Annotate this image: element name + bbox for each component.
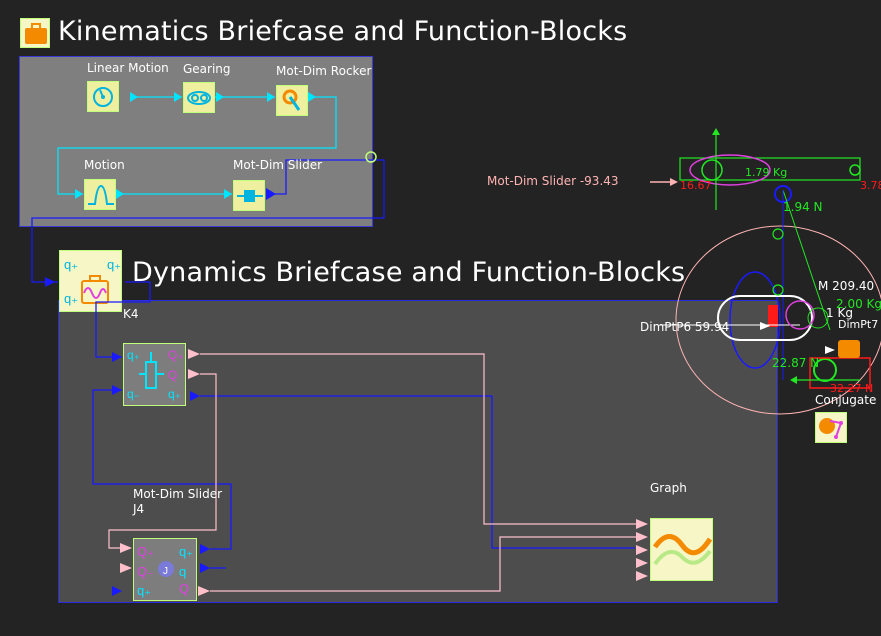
svg-text:Q: Q: [168, 368, 177, 382]
moment-readout: M 209.40: [818, 279, 875, 293]
dimpt-readout: DimPtP6 59.94: [640, 320, 730, 334]
conjugate-block[interactable]: [815, 412, 847, 443]
force-label-2: 1.79 Kg: [745, 166, 788, 179]
force-label-1: 2.00 Kg: [836, 297, 881, 311]
svg-text:Q: Q: [179, 581, 189, 596]
k4-label: K4: [123, 307, 139, 321]
motion-block[interactable]: [84, 179, 116, 210]
svg-text:q₊: q₊: [64, 291, 78, 306]
slider-readout: Mot-Dim Slider -93.43: [487, 174, 619, 188]
value-red-2: 16.67: [680, 179, 712, 192]
gearing-label: Gearing: [183, 62, 231, 76]
conjugate-label: Conjugate: [815, 393, 877, 407]
dynamics-slider-block[interactable]: Q₊ Q₋ q₊ q₊ q Q J: [133, 538, 197, 601]
briefcase-icon[interactable]: [20, 18, 50, 48]
svg-text:q: q: [179, 564, 186, 579]
length-label-2: 22.87 N: [772, 356, 820, 370]
svg-text:q₊: q₊: [179, 544, 193, 559]
svg-text:q₊: q₊: [137, 583, 151, 598]
graph-block[interactable]: [650, 518, 713, 581]
svg-text:Q₊: Q₊: [168, 348, 184, 362]
svg-text:Q₋: Q₋: [137, 564, 154, 579]
slider-label: Mot-Dim Slider: [233, 158, 323, 172]
graph-label: Graph: [650, 481, 687, 495]
value-red-1: 3.78: [860, 179, 881, 192]
gearing-block[interactable]: [183, 82, 215, 113]
dimpt7-label: DimPt7: [838, 318, 879, 331]
length-label-1: 1.94 N: [783, 200, 823, 214]
rocker-block[interactable]: [276, 85, 308, 116]
linear-motion-block[interactable]: [87, 81, 119, 112]
linear-motion-label: Linear Motion: [87, 61, 169, 75]
dynamics-slider-label: Mot-Dim Slider: [133, 487, 223, 501]
slider-block[interactable]: [233, 180, 265, 211]
svg-text:q₊: q₊: [107, 257, 121, 272]
kinematics-title: Kinematics Briefcase and Function-Blocks: [58, 16, 628, 47]
dynamics-title: Dynamics Briefcase and Function-Blocks: [132, 257, 686, 288]
dynamics-slider-id: J4: [133, 502, 145, 516]
svg-text:q₊: q₊: [168, 387, 181, 401]
motion-label: Motion: [84, 158, 125, 172]
value-red-3: 32.27 N: [830, 382, 874, 395]
dynamics-k-block[interactable]: Q₊ Q q₊ q₋ q₊: [123, 343, 186, 406]
svg-text:q₋: q₋: [127, 387, 140, 401]
svg-text:Q₊: Q₊: [137, 544, 154, 559]
force-label-3: 1 Kg: [826, 306, 853, 320]
svg-text:q₊: q₊: [64, 257, 78, 272]
svg-text:J: J: [163, 566, 168, 577]
svg-text:q₊: q₊: [127, 348, 140, 362]
rocker-label: Mot-Dim Rocker: [276, 64, 372, 78]
